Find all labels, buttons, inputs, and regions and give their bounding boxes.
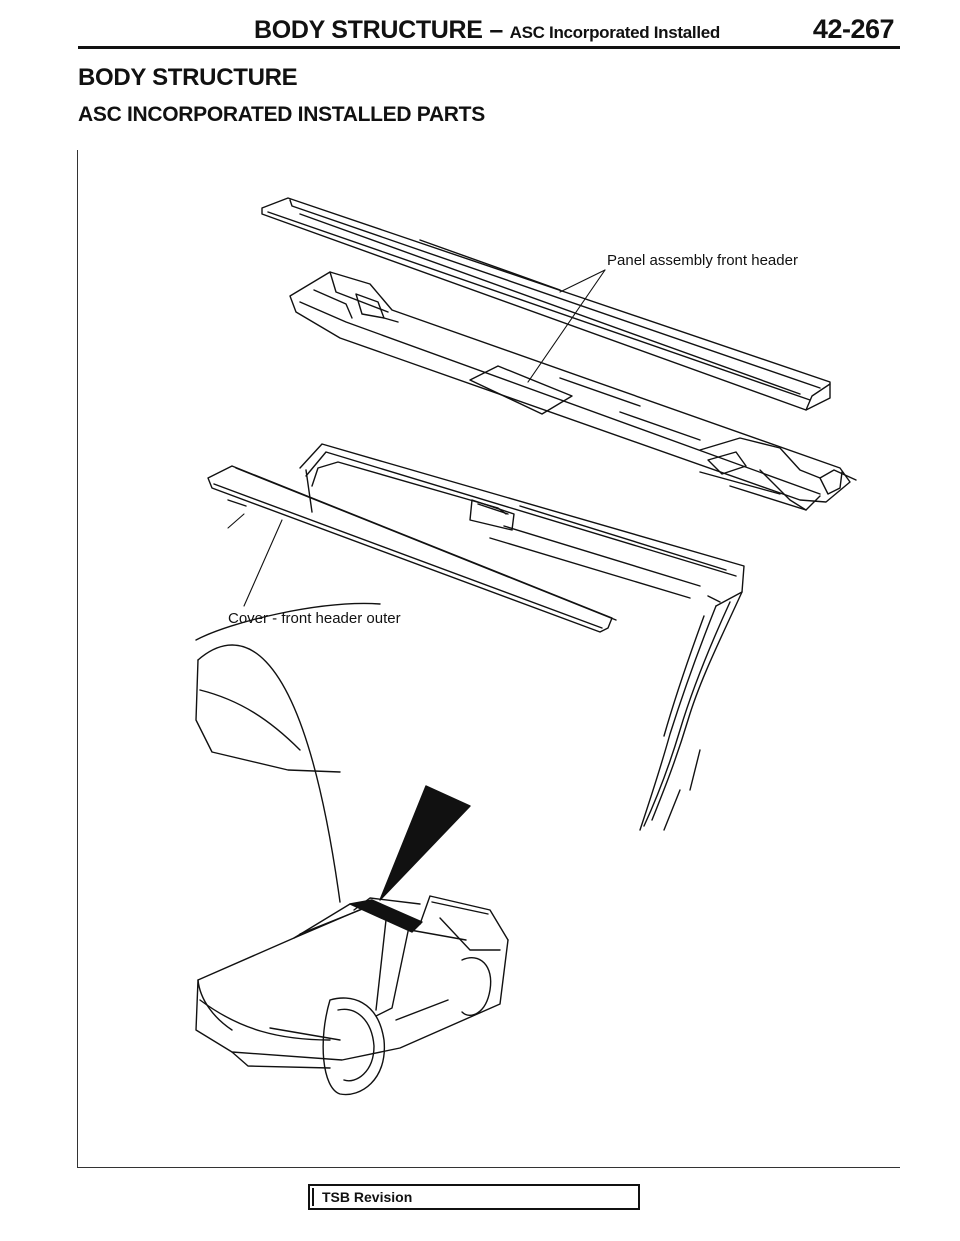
frame-bottom-border (77, 1167, 900, 1168)
header-subtitle: ASC Incorporated Installed (509, 23, 721, 42)
cover-front-header-outer (207, 465, 617, 633)
header-section-title: BODY STRUCTURE – ASC Incorporated Instal… (254, 16, 720, 45)
page-header: BODY STRUCTURE – ASC Incorporated Instal… (78, 14, 900, 50)
callout-cover-front-header: Cover - front header outer (228, 610, 401, 627)
page-subtitle: ASC INCORPORATED INSTALLED PARTS (78, 103, 485, 126)
frame-left-border (77, 150, 78, 1167)
page-title: BODY STRUCTURE (78, 64, 298, 91)
car-silhouette (195, 602, 509, 1096)
leader-lines (227, 269, 606, 607)
callout-panel-assembly: Panel assembly front header (607, 252, 798, 269)
front-header-rail (261, 197, 831, 411)
tsb-revision-box: TSB Revision (308, 1184, 640, 1210)
panel-assembly-front-header (289, 271, 857, 511)
header-title-text: BODY STRUCTURE (254, 16, 483, 44)
view-beam (379, 785, 471, 901)
header-dash: – (489, 16, 503, 44)
header-rule (78, 46, 900, 49)
tsb-tick (312, 1188, 314, 1206)
windshield-frame (299, 443, 745, 831)
tsb-revision-label: TSB Revision (322, 1189, 413, 1205)
page-number: 42-267 (812, 14, 895, 44)
